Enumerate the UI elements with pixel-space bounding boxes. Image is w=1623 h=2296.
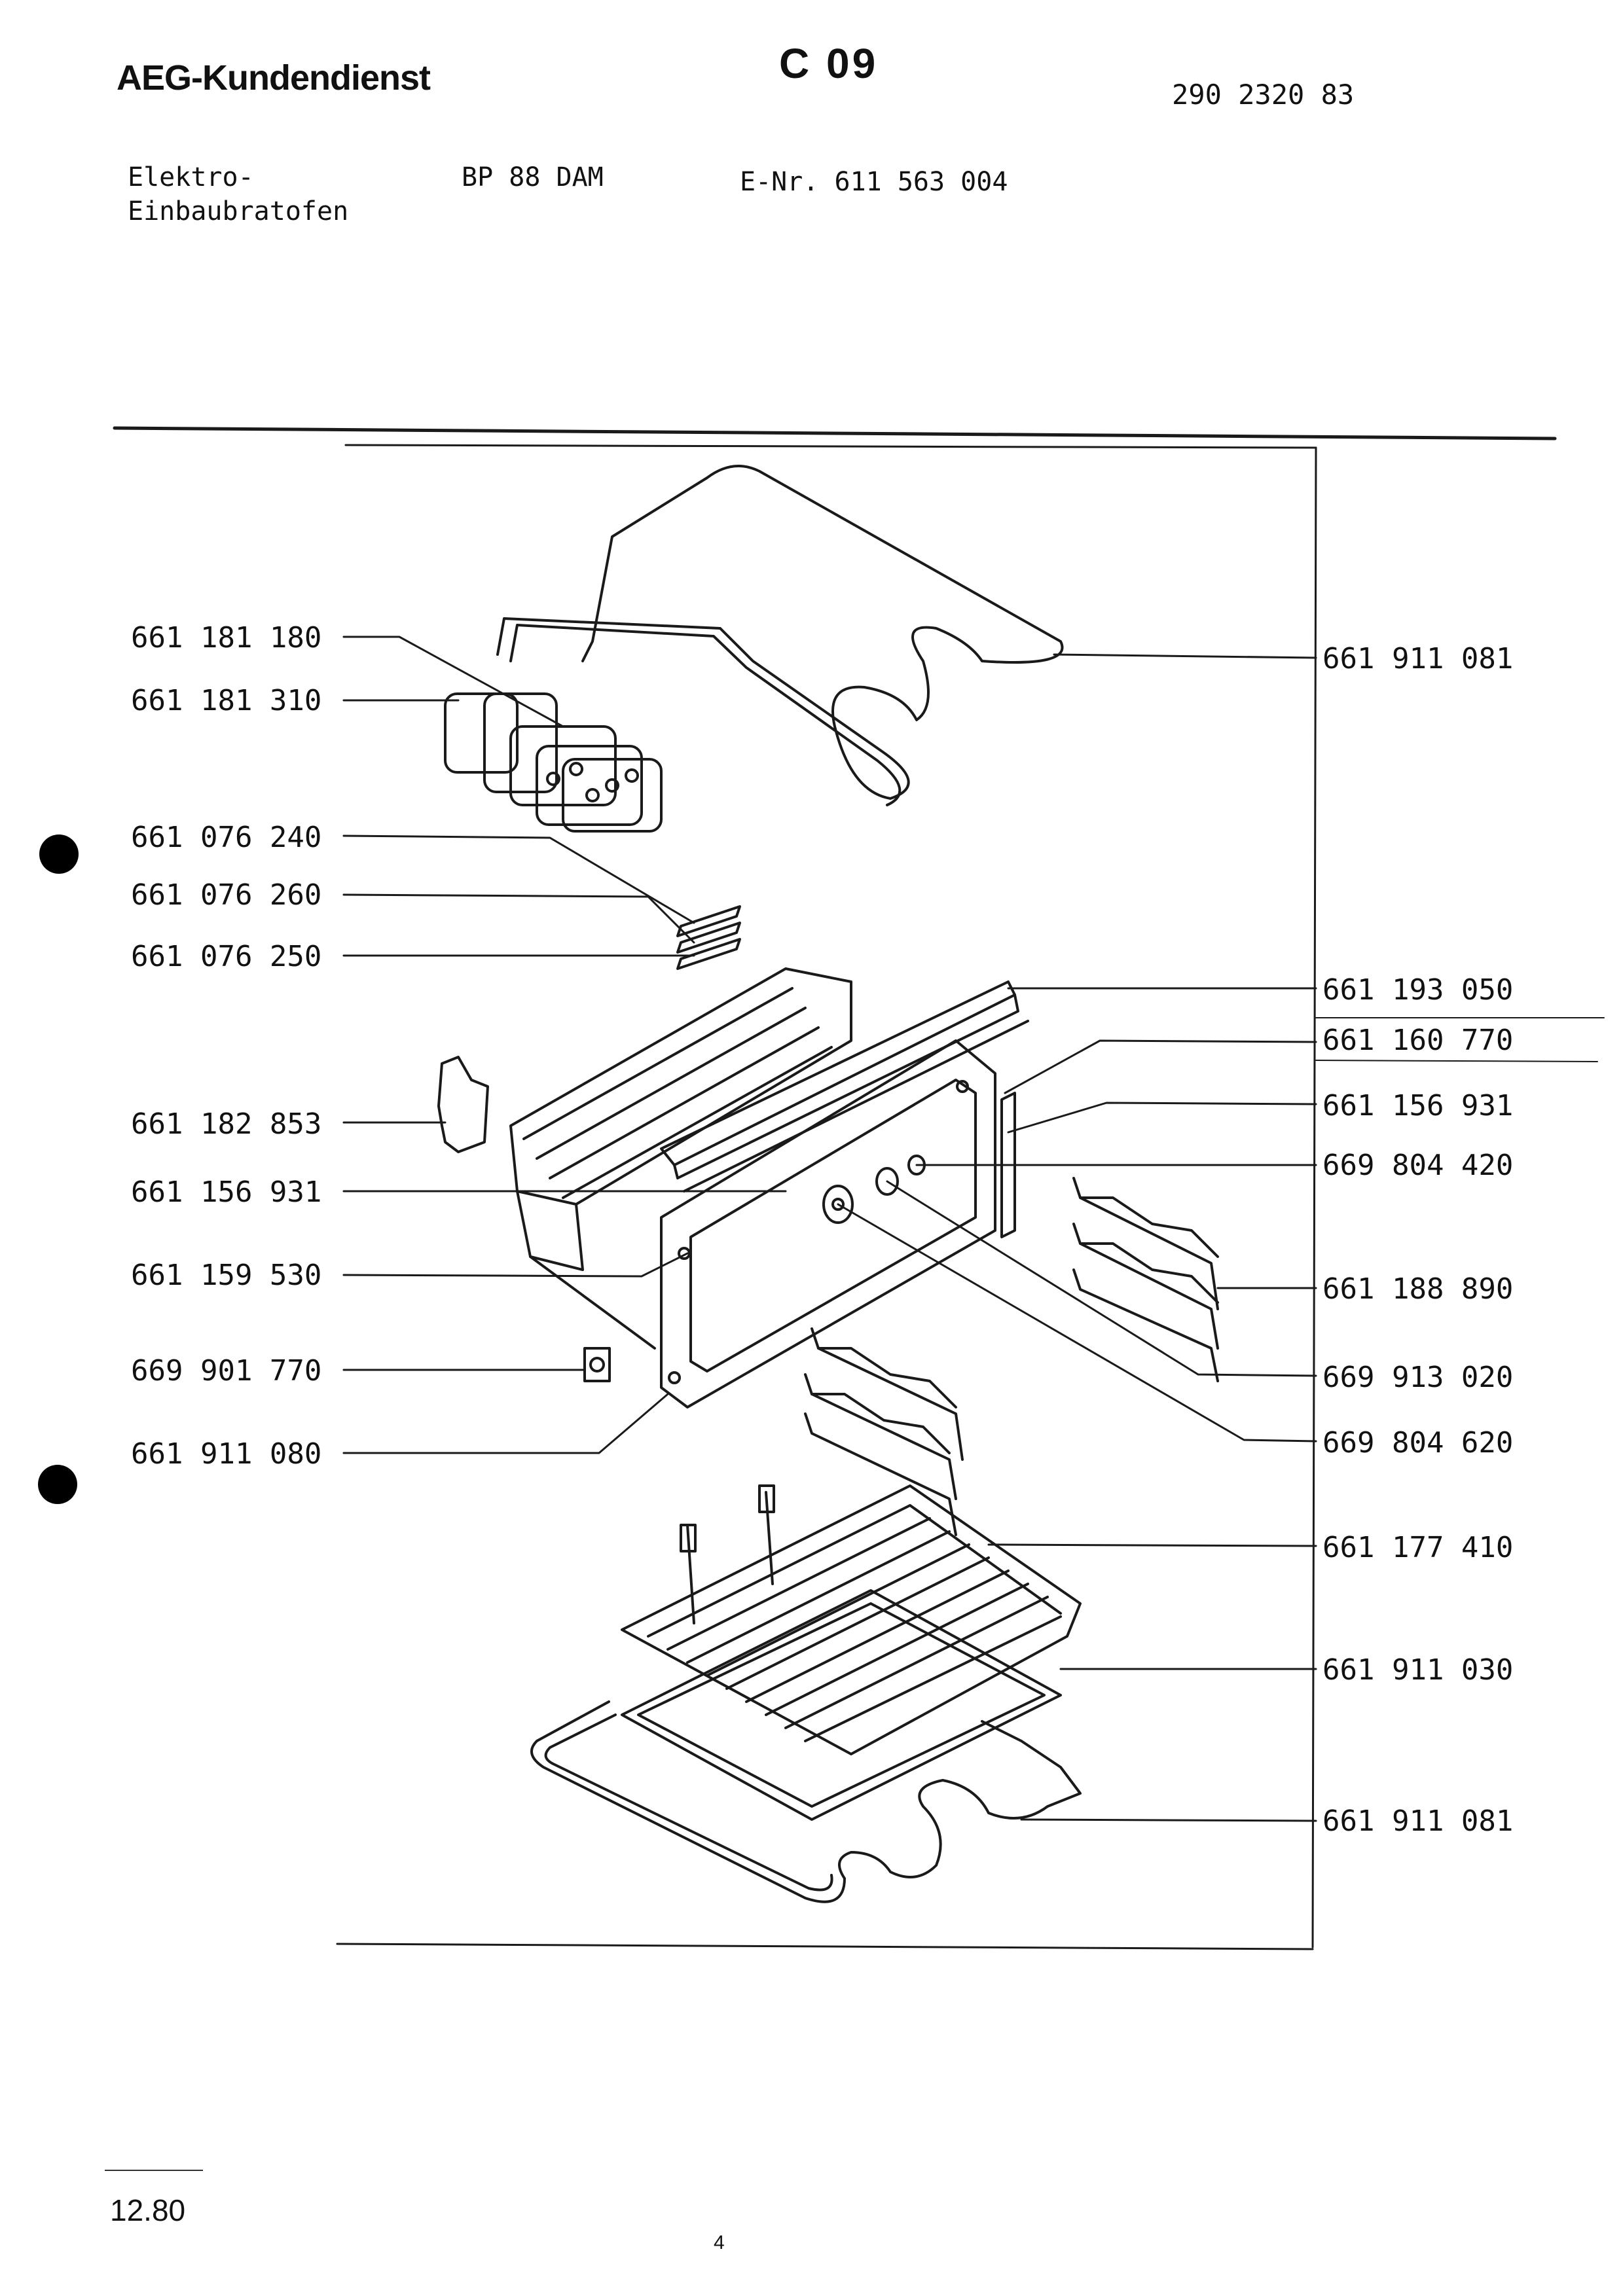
bottom-heating-element-inner <box>544 1713 833 1892</box>
frame-right <box>1311 446 1317 1948</box>
part-label-left-10: 661 911 080 <box>131 1437 322 1471</box>
cable-clips <box>676 905 741 970</box>
part-label-left-2: 661 181 310 <box>131 684 322 717</box>
small-bracket <box>437 1056 489 1153</box>
clip-part <box>583 1347 611 1382</box>
bottom-heating-element <box>530 1700 1082 1903</box>
marker-dot-2 <box>38 1465 77 1504</box>
switch-block <box>444 692 663 833</box>
appliance-description: Elektro- Einbaubratofen <box>128 160 348 228</box>
box-line-b <box>1315 1060 1598 1062</box>
oven-housing <box>509 967 852 1350</box>
page-mark: 4 <box>714 2232 725 2253</box>
front-frame <box>660 1039 996 1408</box>
part-label-left-6: 661 182 853 <box>131 1107 322 1141</box>
top-rail <box>660 980 1029 1193</box>
part-label-right-10: 661 911 030 <box>1322 1653 1514 1687</box>
frame-bottom <box>336 1943 1314 1950</box>
frame-top <box>344 444 1317 449</box>
grid-shelf <box>621 1484 1082 1755</box>
date-box <box>105 2170 203 2236</box>
part-label-right-6: 661 188 890 <box>1322 1272 1514 1306</box>
part-label-right-5: 669 804 420 <box>1322 1149 1514 1182</box>
part-label-left-8: 661 159 530 <box>131 1259 322 1292</box>
part-label-left-3: 661 076 240 <box>131 821 322 854</box>
brand-title: AEG-Kundendienst <box>117 58 431 98</box>
revision-date: 12.80 <box>110 2193 186 2227</box>
part-label-right-2: 661 193 050 <box>1322 973 1514 1007</box>
part-label-left-1: 661 181 180 <box>131 621 322 655</box>
part-label-right-9: 661 177 410 <box>1322 1531 1514 1564</box>
part-label-left-9: 669 901 770 <box>131 1354 322 1388</box>
model-name: BP 88 DAM <box>462 162 604 192</box>
leader-lines-left <box>342 636 787 1454</box>
page-code: C 09 <box>779 40 879 87</box>
top-heating-element-inner <box>509 624 902 806</box>
part-label-left-7: 661 156 931 <box>131 1175 322 1209</box>
part-label-right-11: 661 911 081 <box>1322 1804 1514 1838</box>
part-label-left-5: 661 076 250 <box>131 940 322 973</box>
baking-tray <box>621 1589 1062 1821</box>
part-label-left-4: 661 076 260 <box>131 878 322 912</box>
marker-dot-1 <box>39 834 79 874</box>
part-label-right-3: 661 160 770 <box>1322 1024 1514 1057</box>
right-side-pin <box>1000 1092 1016 1238</box>
document-number: 290 2320 83 <box>1172 79 1355 111</box>
description-line-2: Einbaubratofen <box>128 196 349 226</box>
part-label-right-7: 669 913 020 <box>1322 1361 1514 1394</box>
description-line-1: Elektro- <box>128 162 254 192</box>
leader-lines-right <box>837 653 1317 1822</box>
part-label-right-8: 669 804 620 <box>1322 1426 1514 1460</box>
part-label-right-1: 661 911 081 <box>1322 642 1514 675</box>
part-label-right-4: 661 156 931 <box>1322 1089 1514 1122</box>
side-guides-right <box>1072 1177 1219 1382</box>
top-heating-element <box>496 465 1064 800</box>
knob-parts <box>822 1155 926 1224</box>
side-guides-center <box>804 1327 964 1536</box>
e-number: E-Nr. 611 563 004 <box>740 167 1008 197</box>
header-rule <box>113 426 1557 440</box>
